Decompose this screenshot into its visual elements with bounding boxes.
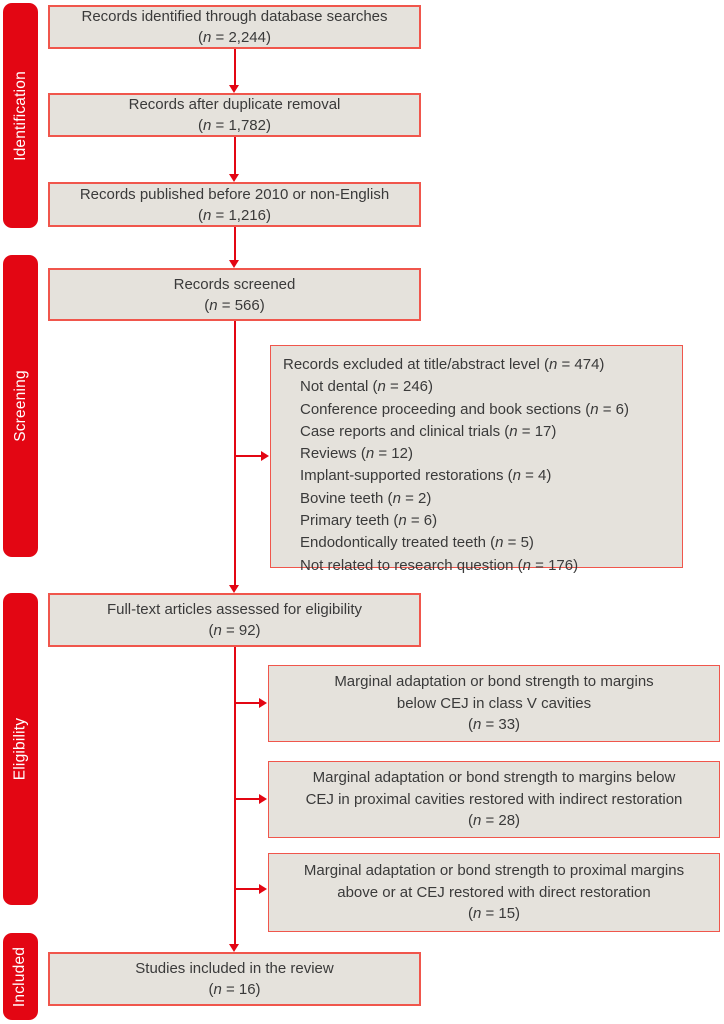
box-fulltext-assessed: Full-text articles assessed for eligibil…: [48, 593, 421, 647]
box-after-duplicates-text: Records after duplicate removal: [128, 96, 341, 113]
box-records-identified-text: Records identified through database sear…: [81, 8, 388, 25]
excluded-item: Implant-supported restorations (n = 4): [300, 467, 552, 485]
box-after-duplicates: Records after duplicate removal (n = 1,7…: [48, 93, 421, 137]
box-excluded-classv: Marginal adaptation or bond strength to …: [268, 665, 720, 742]
box-before-2010-count: (n = 1,216): [198, 206, 271, 224]
arrowhead-right-icon: [261, 450, 269, 461]
branch-to-direct: [234, 888, 259, 890]
box-fulltext-assessed-text: Full-text articles assessed for eligibil…: [106, 601, 363, 618]
arrowhead-right-icon: [259, 697, 267, 708]
box-excluded-indirect-line1: Marginal adaptation or bond strength to …: [312, 769, 676, 787]
excluded-item: Bovine teeth (n = 2): [300, 489, 432, 507]
branch-to-excluded: [234, 455, 261, 457]
box-after-duplicates-count: (n = 1,782): [198, 117, 271, 134]
excluded-item: Reviews (n = 12): [300, 445, 413, 463]
box-excluded-indirect: Marginal adaptation or bond strength to …: [268, 761, 720, 838]
arrow-before2010-to-screened: [233, 227, 236, 261]
box-before-2010-text: Records published before 2010 or non-Eng…: [79, 185, 390, 203]
box-studies-included-text: Studies included in the review: [135, 960, 334, 977]
box-excluded-classv-line1: Marginal adaptation or bond strength to …: [334, 673, 654, 691]
arrow-identified-to-duplicates: [233, 49, 236, 86]
excluded-item: Primary teeth (n = 6): [300, 512, 438, 530]
box-excluded-indirect-line2: CEJ in proximal cavities restored with i…: [305, 790, 683, 808]
box-excluded-direct-count: (n = 15): [467, 905, 521, 923]
box-excluded-classv-count: (n = 33): [467, 716, 521, 734]
arrowhead-down-icon: [229, 260, 239, 268]
box-records-identified: Records identified through database sear…: [48, 5, 421, 49]
arrow-screened-to-fulltext: [233, 321, 236, 586]
stage-screening: Screening: [3, 255, 38, 557]
box-records-screened-text: Records screened: [173, 275, 296, 293]
arrow-duplicates-to-before2010: [233, 137, 236, 175]
box-studies-included: Studies included in the review (n = 16): [48, 952, 421, 1006]
stage-identification: Identification: [3, 3, 38, 228]
box-excluded-direct-line1: Marginal adaptation or bond strength to …: [303, 862, 685, 880]
excluded-title: Records excluded at title/abstract level…: [283, 356, 605, 373]
excluded-item: Conference proceeding and book sections …: [300, 400, 629, 418]
arrowhead-down-icon: [229, 85, 239, 93]
box-before-2010: Records published before 2010 or non-Eng…: [48, 182, 421, 227]
arrowhead-down-icon: [229, 944, 239, 952]
excluded-item: Case reports and clinical trials (n = 17…: [300, 422, 557, 440]
box-excluded-classv-line2: below CEJ in class V cavities: [396, 694, 592, 712]
stage-screening-label: Screening: [11, 370, 29, 442]
excluded-item: Not related to research question (n = 17…: [300, 556, 579, 574]
box-records-screened: Records screened (n = 566): [48, 268, 421, 321]
stage-identification-label: Identification: [11, 70, 29, 161]
stage-included: Included: [3, 933, 38, 1020]
box-studies-included-count: (n = 16): [208, 981, 261, 998]
arrowhead-down-icon: [229, 585, 239, 593]
stage-eligibility: Eligibility: [3, 593, 38, 905]
box-records-identified-count: (n = 2,244): [198, 29, 271, 46]
excluded-item: Endodontically treated teeth (n = 5): [300, 534, 534, 552]
box-fulltext-assessed-count: (n = 92): [208, 622, 261, 639]
arrowhead-down-icon: [229, 174, 239, 182]
box-excluded-direct-line2: above or at CEJ restored with direct res…: [337, 883, 651, 901]
box-excluded-indirect-count: (n = 28): [467, 812, 521, 830]
arrowhead-right-icon: [259, 793, 267, 804]
stage-included-label: Included: [11, 946, 29, 1007]
stage-eligibility-label: Eligibility: [11, 717, 29, 781]
box-records-screened-count: (n = 566): [204, 296, 265, 314]
arrowhead-right-icon: [259, 883, 267, 894]
excluded-item: Not dental (n = 246): [300, 378, 434, 396]
box-excluded-direct: Marginal adaptation or bond strength to …: [268, 853, 720, 932]
branch-to-classv: [234, 702, 259, 704]
box-excluded-title-abstract: Records excluded at title/abstract level…: [270, 345, 683, 574]
branch-to-indirect: [234, 798, 259, 800]
arrow-fulltext-to-included: [233, 647, 236, 945]
